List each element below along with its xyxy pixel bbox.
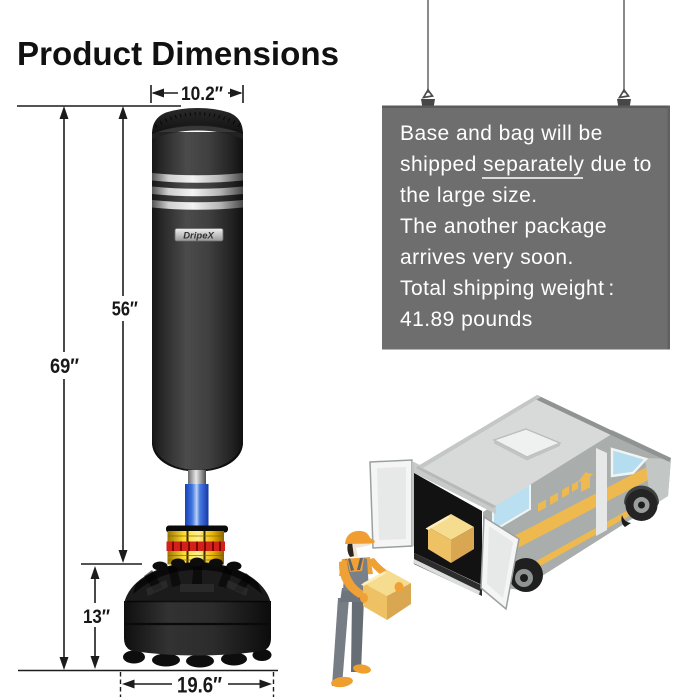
svg-text:Total shipping weight:: Total shipping weight: [400,277,615,300]
svg-text:the large size.: the large size. [400,184,538,207]
svg-text:DripeX: DripeX [183,230,214,241]
svg-text:41.89 pounds: 41.89 pounds [400,308,533,331]
svg-text:Product Dimensions: Product Dimensions [17,36,339,73]
svg-text:10.2″: 10.2″ [181,84,223,105]
svg-text:Base and bag will be: Base and bag will be [400,122,603,145]
svg-text:arrives very soon.: arrives very soon. [400,246,574,269]
svg-text:The another package: The another package [400,215,607,238]
svg-text:19.6″: 19.6″ [177,673,222,698]
svg-text:69″: 69″ [50,354,79,378]
svg-text:13″: 13″ [83,607,110,628]
svg-text:shipped separately due to: shipped separately due to [400,153,652,176]
svg-text:56″: 56″ [112,299,138,321]
